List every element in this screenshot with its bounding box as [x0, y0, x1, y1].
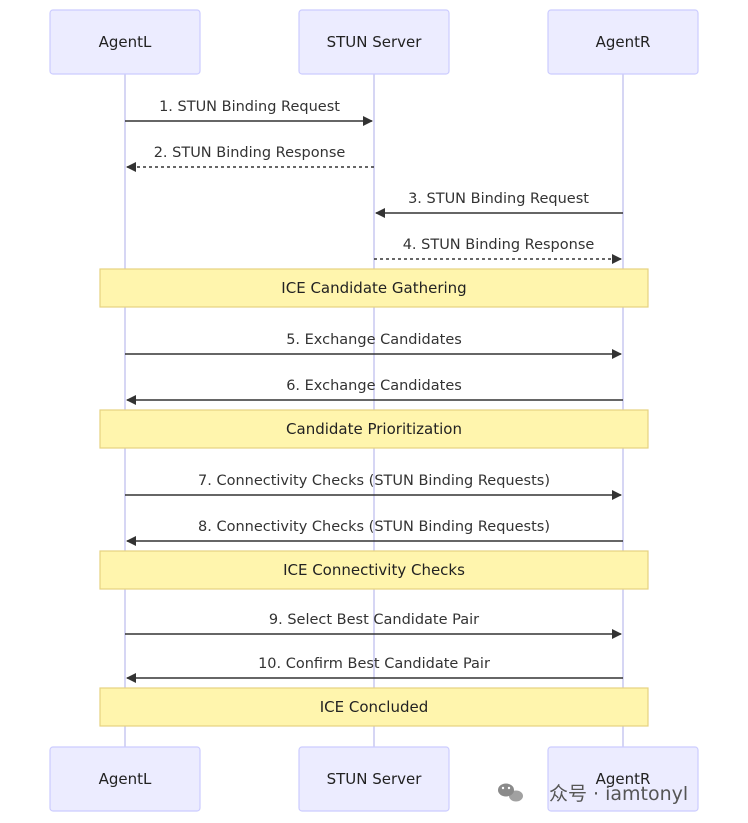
- actor-box: [547, 9, 699, 75]
- message-label: 8. Connectivity Checks (STUN Binding Req…: [198, 519, 550, 535]
- message-label: 1. STUN Binding Request: [159, 99, 340, 115]
- note-label: ICE Concluded: [320, 698, 429, 716]
- message-10: 8. Connectivity Checks (STUN Binding Req…: [126, 519, 623, 546]
- note-11: ICE Connectivity Checks: [99, 550, 649, 590]
- note-box: [99, 268, 649, 308]
- actor-label: STUN Server: [327, 33, 423, 51]
- note-label: ICE Candidate Gathering: [281, 279, 466, 297]
- actor-top-L: AgentL: [49, 9, 201, 75]
- actors-top: AgentL STUN Server AgentR: [49, 9, 699, 75]
- actor-box: [298, 9, 450, 75]
- note-8: Candidate Prioritization: [99, 409, 649, 449]
- actor-box: [49, 746, 201, 812]
- actor-label: STUN Server: [327, 770, 423, 788]
- actor-box: [547, 746, 699, 812]
- message-2: 2. STUN Binding Response: [126, 145, 374, 172]
- message-label: 7. Connectivity Checks (STUN Binding Req…: [198, 473, 550, 489]
- actor-label: AgentR: [596, 33, 651, 51]
- message-label: 4. STUN Binding Response: [403, 237, 595, 253]
- message-9: 7. Connectivity Checks (STUN Binding Req…: [125, 473, 622, 500]
- actor-box: [298, 746, 450, 812]
- note-5: ICE Candidate Gathering: [99, 268, 649, 308]
- note-label: Candidate Prioritization: [286, 420, 462, 438]
- watermark-text: 众号 · iamtonyl: [549, 783, 688, 805]
- message-7: 6. Exchange Candidates: [126, 378, 623, 405]
- message-3: 3. STUN Binding Request: [375, 191, 623, 218]
- message-label: 9. Select Best Candidate Pair: [269, 612, 479, 628]
- note-box: [99, 409, 649, 449]
- actor-label: AgentL: [99, 770, 152, 788]
- actor-bottom-L: AgentL: [49, 746, 201, 812]
- message-1: 1. STUN Binding Request: [125, 99, 373, 126]
- actor-box: [49, 9, 201, 75]
- actors-bottom: AgentL STUN Server AgentR: [49, 746, 699, 812]
- actor-label: AgentR: [596, 770, 651, 788]
- actor-label: AgentL: [99, 33, 152, 51]
- note-box: [99, 687, 649, 727]
- message-6: 5. Exchange Candidates: [125, 332, 622, 359]
- sequence-steps: 1. STUN Binding Request 2. STUN Binding R…: [99, 99, 649, 727]
- note-box: [99, 550, 649, 590]
- message-label: 5. Exchange Candidates: [286, 332, 462, 348]
- actor-bottom-S: STUN Server: [298, 746, 450, 812]
- message-label: 6. Exchange Candidates: [286, 378, 462, 394]
- message-12: 9. Select Best Candidate Pair: [125, 612, 622, 639]
- note-label: ICE Connectivity Checks: [283, 561, 465, 579]
- note-14: ICE Concluded: [99, 687, 649, 727]
- message-label: 10. Confirm Best Candidate Pair: [258, 656, 490, 672]
- message-label: 2. STUN Binding Response: [154, 145, 346, 161]
- actor-bottom-R: AgentR: [547, 746, 699, 812]
- message-13: 10. Confirm Best Candidate Pair: [126, 656, 623, 683]
- watermark: 众号 · iamtonyl: [498, 783, 688, 805]
- message-label: 3. STUN Binding Request: [408, 191, 589, 207]
- message-4: 4. STUN Binding Response: [374, 237, 622, 264]
- actor-top-R: AgentR: [547, 9, 699, 75]
- wechat-icon: [498, 783, 523, 802]
- actor-top-S: STUN Server: [298, 9, 450, 75]
